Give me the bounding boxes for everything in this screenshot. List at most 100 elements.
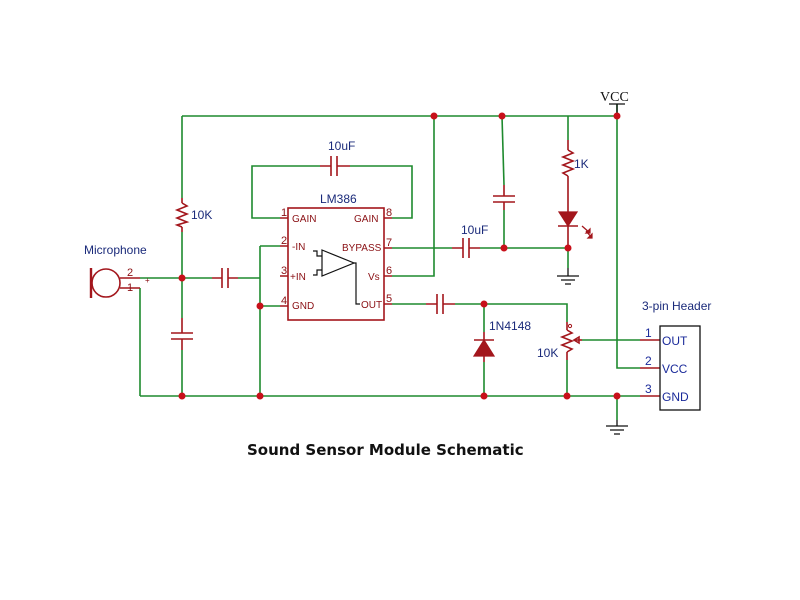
microphone-polarity-mark: + [145, 276, 150, 285]
resistor-zigzag-icon [174, 202, 190, 228]
diode[interactable]: 1N4148 [472, 319, 531, 357]
decoupling-capacitor[interactable] [493, 195, 515, 203]
gain-loop-right-wire [350, 165, 413, 219]
opamp-triangle-icon [321, 249, 356, 277]
ic-pin8-number: 8 [386, 207, 392, 219]
ic-left-pin-leads [280, 217, 288, 307]
output-capacitor[interactable] [436, 294, 444, 314]
wires [139, 104, 640, 420]
vs-supply-wire [392, 116, 435, 277]
ic-pin7-name: BYPASS [342, 243, 382, 254]
ic-pin2-name: -IN [292, 242, 305, 253]
ic-name: LM386 [320, 192, 357, 206]
led[interactable] [557, 211, 593, 239]
junction-dot [498, 112, 506, 120]
header-pin1-name: OUT [662, 334, 688, 348]
ic-pin5-name: OUT [361, 300, 382, 311]
ground-header [606, 420, 628, 435]
junction-dot [500, 244, 508, 252]
header-label: 3-pin Header [642, 299, 711, 313]
microphone-label: Microphone [84, 243, 147, 257]
ic-pin1-number: 1 [281, 207, 287, 219]
gain-capacitor[interactable]: 10uF [328, 139, 355, 176]
pot-zigzag-icon [559, 329, 575, 353]
vcc-label: VCC [600, 90, 629, 105]
junction-dot [256, 392, 264, 400]
junction-dot [613, 392, 621, 400]
ic-pin1-name: GAIN [292, 214, 316, 225]
ground-icon [606, 420, 628, 435]
ic-pin7-number: 7 [386, 237, 392, 249]
diode-triangle-icon [472, 338, 496, 357]
capacitor-plates-icon [493, 195, 515, 203]
gain-capacitor-value: 10uF [328, 139, 355, 153]
decoupling-cap-top-wire [501, 115, 505, 186]
junction-dot [564, 244, 572, 252]
ic-pin4-number: 4 [281, 295, 287, 307]
capacitor-plates-icon [462, 238, 470, 258]
microphone-pin2-number: 2 [127, 267, 133, 279]
three-pin-header[interactable]: 3-pin Header 1 OUT 2 VCC 3 GND [642, 299, 711, 411]
ic-pin8-name: GAIN [354, 214, 378, 225]
vcc-power: VCC [600, 90, 629, 116]
schematic-title: Sound Sensor Module Schematic [247, 441, 524, 459]
junction-dot [480, 300, 488, 308]
header-pin3-number: 3 [645, 382, 652, 396]
shunt-capacitor[interactable] [171, 332, 193, 340]
microphone-pin1-number: 1 [127, 282, 133, 294]
out-cap-right-wire [455, 303, 568, 322]
junction-dot [480, 392, 488, 400]
ic-right-pin-leads [384, 217, 392, 305]
ic-body [287, 207, 385, 321]
led-arrowheads-icon [584, 227, 593, 239]
ic-pin2-number: 2 [281, 235, 287, 247]
bypass-capacitor-value: 10uF [461, 223, 488, 237]
diode-value: 1N4148 [489, 319, 531, 333]
opamp-inputs-icon [313, 250, 322, 276]
ground-led [557, 268, 579, 285]
resistor-zigzag-icon [560, 149, 576, 177]
component-leads [120, 140, 660, 397]
ic-pin5-number: 5 [386, 293, 392, 305]
potentiometer[interactable]: 10K [537, 323, 582, 360]
ic-pin4-name: GND [292, 301, 314, 312]
junctions [178, 112, 621, 400]
ic-pin3-name: +IN [290, 272, 306, 283]
junction-dot [563, 392, 571, 400]
header-pin3-name: GND [662, 390, 689, 404]
microphone[interactable]: Microphone 2 1 + [84, 243, 150, 298]
capacitor-plates-icon [171, 332, 193, 340]
header-pin-leads [640, 339, 660, 397]
ic-pin6-name: Vs [368, 272, 380, 283]
header-body [659, 325, 701, 411]
ground-icon [557, 268, 579, 285]
vcc-header-wire [616, 104, 640, 369]
junction-dot [430, 112, 438, 120]
opamp-output-icon [354, 262, 360, 305]
header-pin2-name: VCC [662, 362, 688, 376]
pot-wiper-arrow-icon [572, 335, 580, 345]
gain-loop-left-wire [251, 165, 320, 219]
ic-pin6-number: 6 [386, 265, 392, 277]
microphone-body-icon [91, 268, 121, 298]
capacitor-plates-icon [330, 156, 338, 176]
header-pin1-number: 1 [645, 326, 652, 340]
pot-pin-marker-icon [567, 323, 573, 329]
led-resistor-value: 1K [574, 157, 589, 171]
ic-pin3-number: 3 [281, 265, 287, 277]
lm386-ic[interactable]: LM386 1 GAIN 2 -IN 3 +IN 4 GND 5 OUT 6 V… [281, 192, 392, 321]
header-pin2-number: 2 [645, 354, 652, 368]
led-triangle-icon [557, 211, 579, 228]
junction-dot [178, 274, 186, 282]
junction-dot [256, 302, 264, 310]
bias-resistor-value: 10K [191, 208, 212, 222]
pot-value: 10K [537, 346, 558, 360]
capacitor-plates-icon [221, 268, 229, 288]
input-capacitor[interactable] [221, 268, 229, 288]
led-resistor[interactable]: 1K [560, 149, 589, 177]
capacitor-plates-icon [436, 294, 444, 314]
bias-resistor[interactable]: 10K [174, 202, 212, 228]
bypass-capacitor[interactable]: 10uF [461, 223, 488, 258]
junction-dot [178, 392, 186, 400]
